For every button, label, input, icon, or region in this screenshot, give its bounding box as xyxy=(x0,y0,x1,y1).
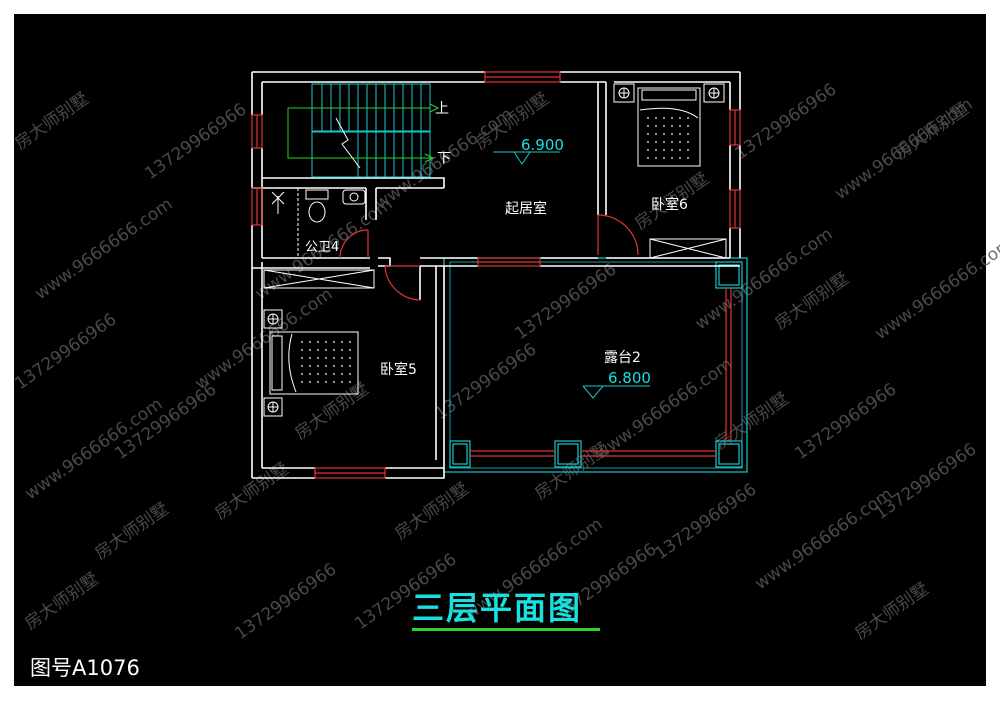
watermarks: 13729966966 www.9666666.com 房大师别墅 137299… xyxy=(11,79,1000,644)
watermark-text: 13729966966 xyxy=(731,79,840,164)
drawing-number: 图号A1076 xyxy=(30,656,140,680)
elevation-markers xyxy=(493,151,650,399)
bedroom5-bed-dots xyxy=(301,341,351,383)
room-label-living: 起居室 xyxy=(505,200,547,217)
watermark-text: 房大师别墅 xyxy=(11,89,92,154)
drawing-title: 三层平面图 xyxy=(412,589,583,627)
watermark-text: 房大师别墅 xyxy=(851,579,932,644)
watermark-text: 13729966966 xyxy=(431,339,540,424)
watermark-text: 13729966966 xyxy=(511,259,620,344)
watermark-text: 房大师别墅 xyxy=(891,99,972,164)
cad-canvas xyxy=(14,14,986,686)
stair-break xyxy=(335,117,361,169)
watermark-text: 13729966966 xyxy=(871,439,980,524)
room-label-terrace: 露台2 xyxy=(604,350,641,366)
watermark-text: 13729966966 xyxy=(651,479,760,564)
watermark-text: 房大师别墅 xyxy=(91,499,172,564)
windows xyxy=(251,71,741,479)
watermark-text: 房大师别墅 xyxy=(771,269,852,334)
toilet-fixtures xyxy=(271,188,366,258)
title-underline xyxy=(412,628,600,631)
walls xyxy=(251,71,741,479)
watermark-text: 13729966966 xyxy=(791,379,900,464)
room-label-toilet: 公卫4 xyxy=(305,240,339,255)
room-label-bedroom6: 卧室6 xyxy=(651,196,688,213)
room-label-bedroom5: 卧室5 xyxy=(380,361,417,378)
bedroom6-bed-dots xyxy=(647,117,689,159)
watermark-text: www.9666666.com xyxy=(871,234,1000,344)
terrace-elevation: 6.800 xyxy=(608,369,651,387)
bedroom6-furniture xyxy=(613,83,727,259)
watermark-text: 房大师别墅 xyxy=(21,569,102,634)
terrace-parapet xyxy=(470,288,732,457)
stairs xyxy=(311,83,431,178)
bedroom5-furniture xyxy=(263,269,375,417)
watermark-text: www.9666666.com xyxy=(691,224,836,334)
watermark-text: 房大师别墅 xyxy=(391,479,472,544)
watermark-text: 13729966966 xyxy=(231,559,340,644)
stair-arrows xyxy=(287,103,440,163)
doors xyxy=(339,214,639,301)
watermark-text: www.9666666.com xyxy=(751,484,896,594)
watermark-text: 房大师别墅 xyxy=(291,379,372,444)
watermark-text: www.9666666.com xyxy=(31,194,176,304)
watermark-text: www.9666666.com xyxy=(21,394,166,504)
living-elevation: 6.900 xyxy=(521,136,564,154)
watermark-text: 13729966966 xyxy=(11,309,120,394)
watermark-text: 13729966966 xyxy=(141,99,250,184)
stair-up-label: 上 xyxy=(435,101,449,117)
stair-down-label: 下 xyxy=(437,151,451,167)
